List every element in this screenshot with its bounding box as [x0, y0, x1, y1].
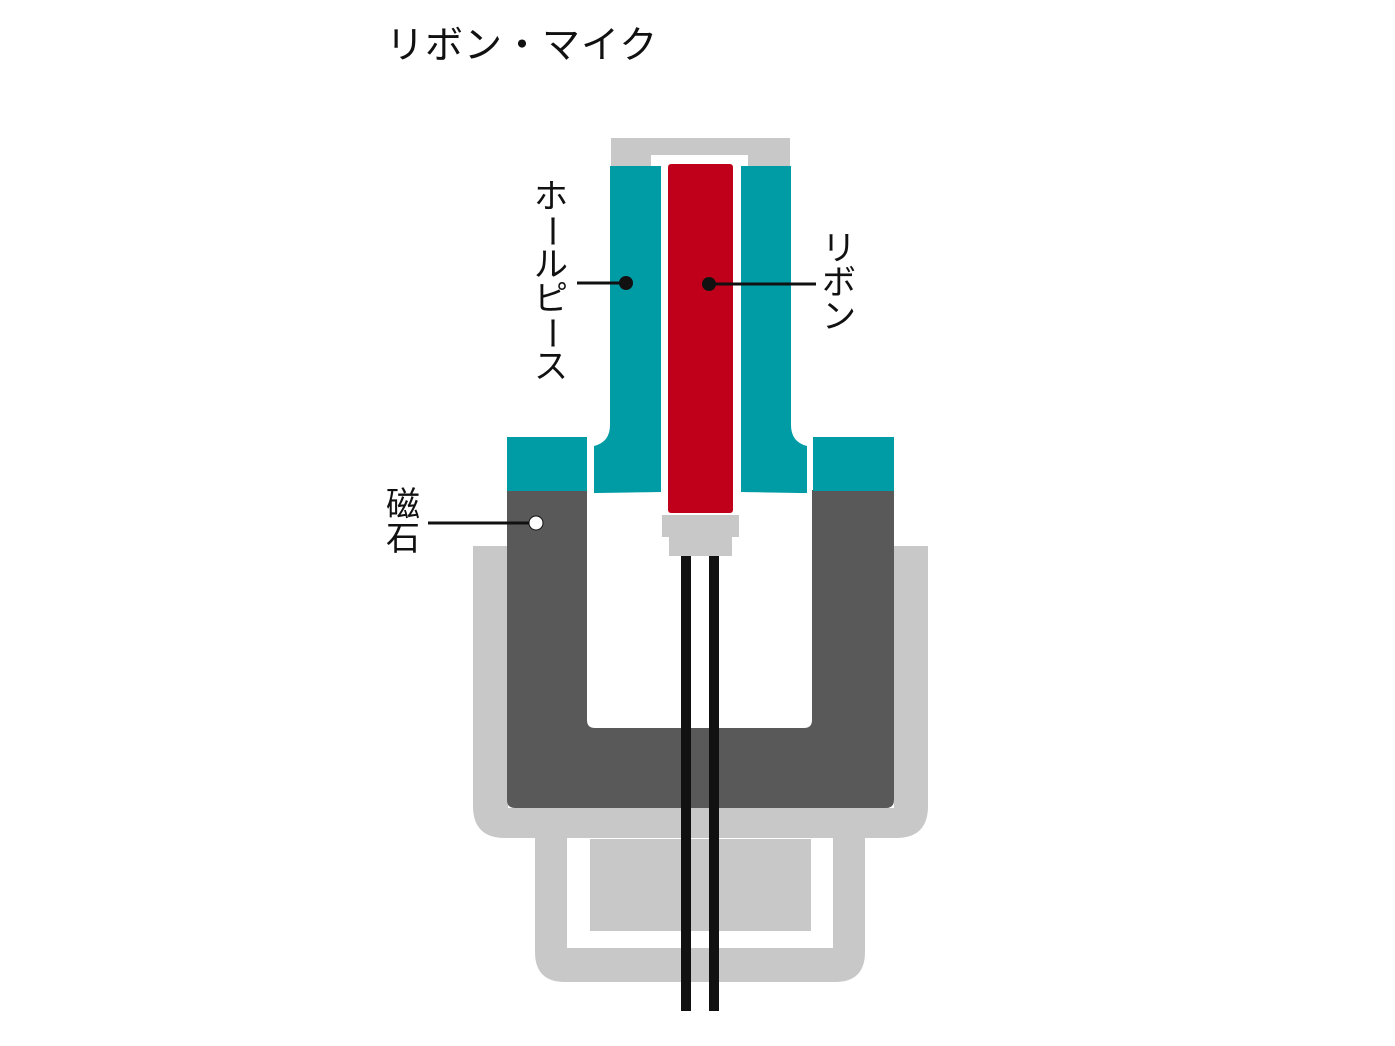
lead-wire-left	[681, 556, 691, 1011]
top-cap-right-foot	[748, 150, 790, 166]
top-cap	[611, 138, 790, 155]
pole-piece-left-block	[507, 437, 587, 491]
label-ribbon-char: リ	[822, 229, 856, 269]
leader-dot-pole-piece	[619, 276, 633, 290]
magnet	[507, 490, 894, 808]
label-pole-piece-char: ピ	[534, 279, 568, 319]
pole-piece-left	[594, 166, 661, 493]
housing-base-block	[590, 839, 811, 931]
top-cap-left-foot	[611, 150, 651, 166]
label-ribbon-char: ボ	[822, 263, 856, 303]
diagram-title: リボン・マイク	[386, 23, 659, 67]
label-pole-piece-char: ス	[534, 347, 568, 387]
label-ribbon: リボン	[819, 232, 859, 334]
label-pole-piece-char: ー	[531, 214, 571, 248]
housing	[473, 138, 928, 982]
pole-pieces	[507, 166, 894, 493]
ribbon-clamp	[662, 515, 739, 537]
ribbon	[668, 164, 733, 513]
leader-dot-ribbon	[702, 277, 716, 291]
label-ribbon-char: ン	[822, 297, 856, 337]
label-pole-piece-char: ル	[534, 245, 568, 285]
label-magnet: 磁石	[383, 488, 423, 556]
leader-dot-magnet	[528, 515, 544, 531]
label-pole-piece-char: ホ	[534, 177, 568, 217]
lead-wire-right	[709, 556, 719, 1011]
ribbon-clamp-lower	[669, 536, 732, 556]
label-pole-piece: ホールピース	[531, 180, 571, 384]
label-magnet-char: 磁	[386, 485, 420, 525]
label-pole-piece-char: ー	[531, 316, 571, 350]
pole-piece-right-block	[813, 437, 894, 491]
pole-piece-right	[741, 166, 807, 493]
label-magnet-char: 石	[386, 519, 420, 559]
